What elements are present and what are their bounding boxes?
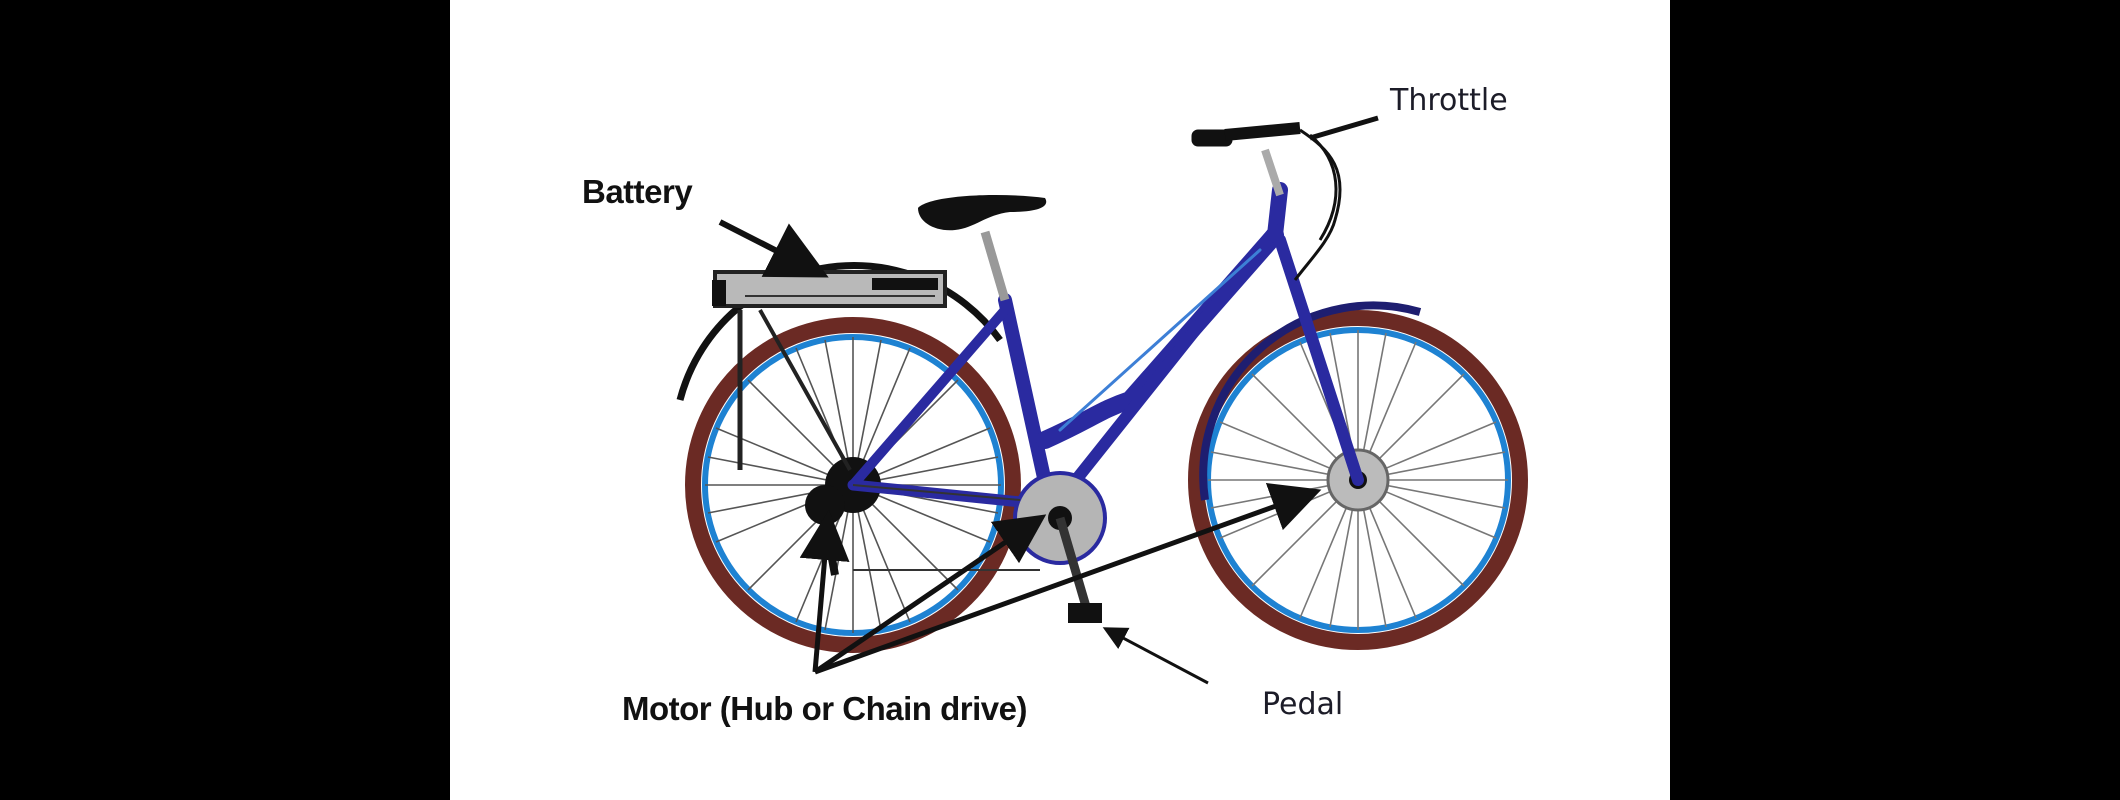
motor-arrow-crank [813, 514, 1047, 675]
motor-arrow-front-hub [814, 483, 1322, 675]
pedal-arrow [1102, 627, 1209, 685]
battery-arrow [718, 219, 829, 278]
diagram-panel [450, 0, 1670, 800]
label-battery: Battery [582, 173, 693, 210]
motor-arrow-rear-hub [799, 510, 850, 673]
handlebar [1191, 122, 1342, 281]
label-throttle: Throttle [1390, 83, 1508, 118]
label-pedal: Pedal [1262, 687, 1344, 722]
saddle [918, 195, 1047, 302]
chainring [852, 471, 1107, 623]
battery-pack [712, 270, 947, 308]
throttle-arrow [1309, 115, 1379, 141]
label-motor: Motor (Hub or Chain drive) [622, 690, 1027, 727]
annotation-arrows [718, 115, 1379, 685]
front-fender [1199, 301, 1422, 501]
